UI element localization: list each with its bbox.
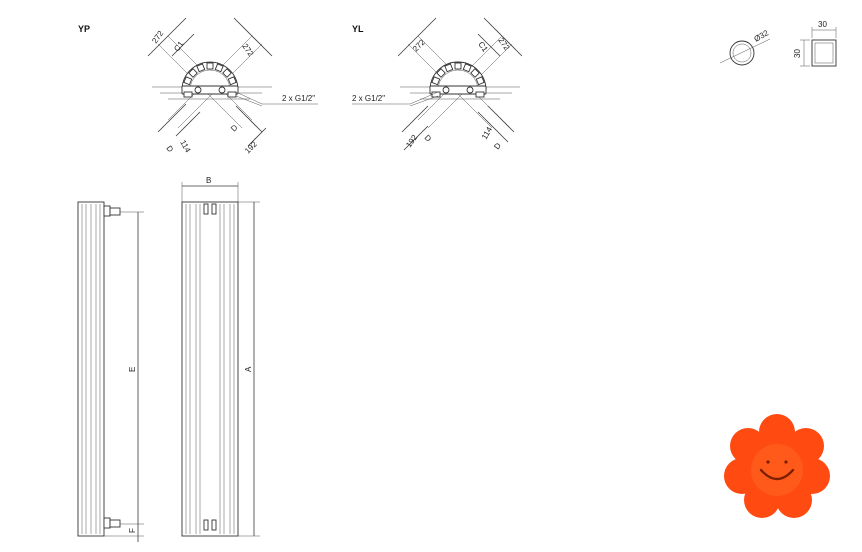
logo-petal [759,414,795,450]
yl-connection-label: 2 x G1/2" [352,94,385,103]
front-elevation: B A [181,176,260,537]
radiator-tube [436,68,446,78]
yp-dim-c1: C1 [172,39,186,53]
logo-face [751,444,803,496]
side-elevation: E F [77,201,144,542]
yp-dim-d-left: D [164,144,175,154]
radiator-tube [183,76,193,86]
logo-smile [759,468,795,481]
square-profile-section: 30 30 [793,20,837,67]
yp-radiator-section [181,61,239,98]
yl-dim-192: 192 [404,133,419,150]
radiator-tube [444,63,454,73]
radiator-tube [227,76,237,86]
dim-b-label: B [206,176,211,185]
round-diameter-label: Ø32 [753,28,771,44]
dim-f-label: F [128,528,137,533]
logo-petal [724,458,760,494]
square-height-label: 30 [793,49,802,58]
radiator-tube [188,68,198,78]
logo-eye [766,460,770,464]
round-profile-section: Ø32 [719,28,771,66]
logo-eye [784,460,788,464]
radiator-tube [454,62,462,70]
yl-dim-d-left: D [423,133,434,144]
yp-connection-label: 2 x G1/2" [282,94,315,103]
yl-dim-272-left: 272 [411,37,427,53]
yl-plan-view: YL 272 C1 272 D 192 114 D [352,17,523,151]
yp-dim-272-right: 272 [240,42,255,59]
yp-title: YP [78,24,90,34]
radiator-tube [462,63,472,73]
yl-radiator-section [429,61,487,98]
yl-dim-272-right: 272 [496,36,511,53]
smiling-flower-logo [724,414,830,518]
yl-dim-114: 114 [480,125,494,141]
radiator-tube [196,63,206,73]
yp-dim-d-right: D [229,123,240,134]
yp-dim-192: 192 [243,139,259,155]
radiator-tube [222,68,232,78]
radiator-tube [475,76,485,86]
square-width-label: 30 [818,20,827,29]
yp-dim-114: 114 [178,139,192,155]
yp-dim-272-left: 272 [150,29,165,46]
dim-e-label: E [128,367,137,372]
radiator-tube [206,62,214,70]
yl-dim-c1: C1 [476,40,490,54]
radiator-tube [431,76,441,86]
radiator-tube [214,63,224,73]
radiator-tube [470,68,480,78]
dim-a-label: A [244,366,253,372]
yl-title: YL [352,24,364,34]
yl-dim-d-right: D [492,141,503,151]
yp-plan-view: YP 272 C1 272 D [78,17,318,155]
